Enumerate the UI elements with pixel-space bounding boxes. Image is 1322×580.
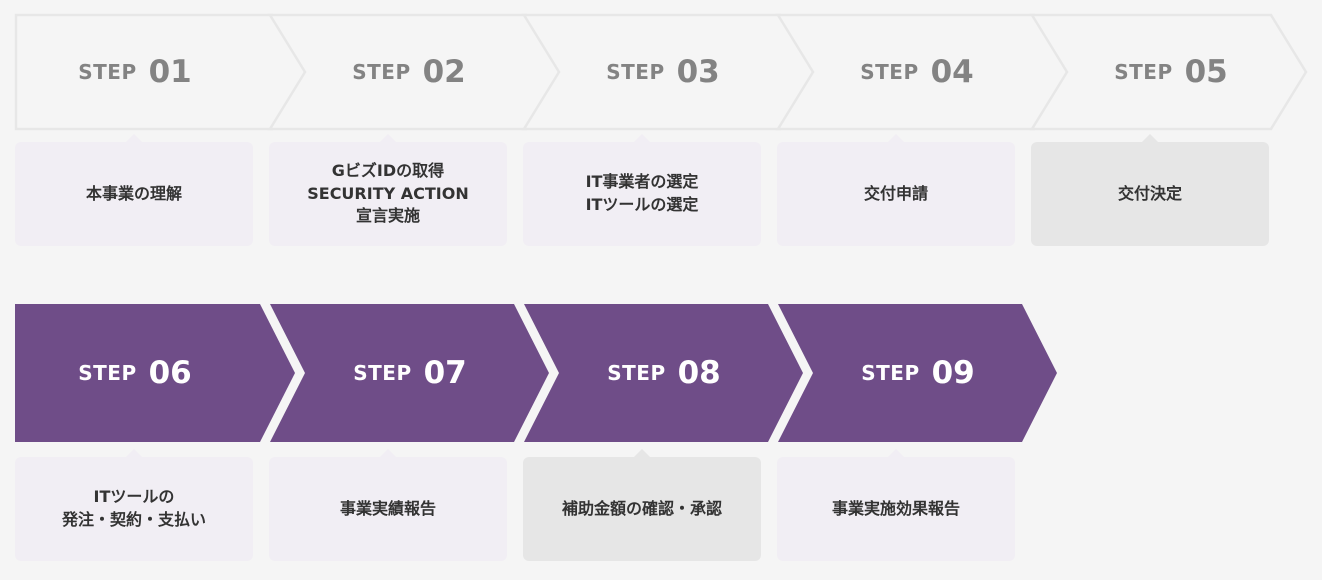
description-text: 補助金額の確認・承認 [561,498,722,518]
step-number: 04 [930,54,974,90]
step-03-chevron: STEP 03 [521,13,817,131]
step-number: 08 [677,355,721,391]
description-text: 本事業の理解 [85,183,182,203]
step-number: 06 [148,355,192,391]
step-04-label: STEP 04 [797,14,1037,130]
step-07-description: 事業実績報告 [269,449,507,561]
step-09-description: 事業実施効果報告 [777,449,1015,561]
step-08-chevron: STEP 08 [524,304,818,442]
step-01-label: STEP 01 [15,14,255,130]
step-02-chevron: STEP 02 [267,13,563,131]
step-09-chevron: STEP 09 [778,304,1072,442]
step-number: 03 [676,54,720,90]
chevron-shape [778,304,1057,442]
step-05-description: 交付決定 [1031,134,1269,246]
step-08-label: STEP 08 [544,304,784,442]
step-02-description: GビズIDの取得 SECURITY ACTION 宣言実施 [269,134,507,246]
step-number: 02 [422,54,466,90]
description-text: 交付申請 [863,183,928,203]
step-number: 09 [931,355,975,391]
chevron-shape [15,304,295,442]
step-05-chevron: STEP 05 [1029,13,1322,131]
chevron-shape [524,304,803,442]
step-word: STEP [860,60,919,84]
step-number: 01 [148,54,192,90]
step-number: 07 [423,355,467,391]
description-text: IT事業者の選定 ITツールの選定 [585,172,699,214]
step-05-label: STEP 05 [1051,14,1291,130]
description-text: 事業実績報告 [339,498,436,518]
description-text: GビズIDの取得 SECURITY ACTION 宣言実施 [307,160,469,226]
chevron-shape [270,304,549,442]
step-number: 05 [1184,54,1228,90]
step-word: STEP [606,60,665,84]
step-04-description: 交付申請 [777,134,1015,246]
step-word: STEP [607,361,666,385]
step-02-label: STEP 02 [289,14,529,130]
step-03-description: IT事業者の選定 ITツールの選定 [523,134,761,246]
step-04-chevron: STEP 04 [775,13,1071,131]
description-text: 事業実施効果報告 [831,498,960,518]
step-03-label: STEP 03 [543,14,783,130]
description-text: ITツールの 発注・契約・支払い [61,487,206,529]
step-06-chevron: STEP 06 [15,304,309,442]
step-09-label: STEP 09 [798,304,1038,442]
step-06-label: STEP 06 [15,304,255,442]
step-word: STEP [78,60,137,84]
description-text: 交付決定 [1117,183,1182,203]
step-06-description: ITツールの 発注・契約・支払い [15,449,253,561]
step-07-label: STEP 07 [290,304,530,442]
step-word: STEP [352,60,411,84]
step-word: STEP [861,361,920,385]
step-word: STEP [78,361,137,385]
chevron-shape [1029,13,1308,131]
step-08-description: 補助金額の確認・承認 [523,449,761,561]
step-07-chevron: STEP 07 [270,304,564,442]
step-word: STEP [353,361,412,385]
step-word: STEP [1114,60,1173,84]
step-01-description: 本事業の理解 [15,134,253,246]
step-01-chevron: STEP 01 [14,13,309,131]
